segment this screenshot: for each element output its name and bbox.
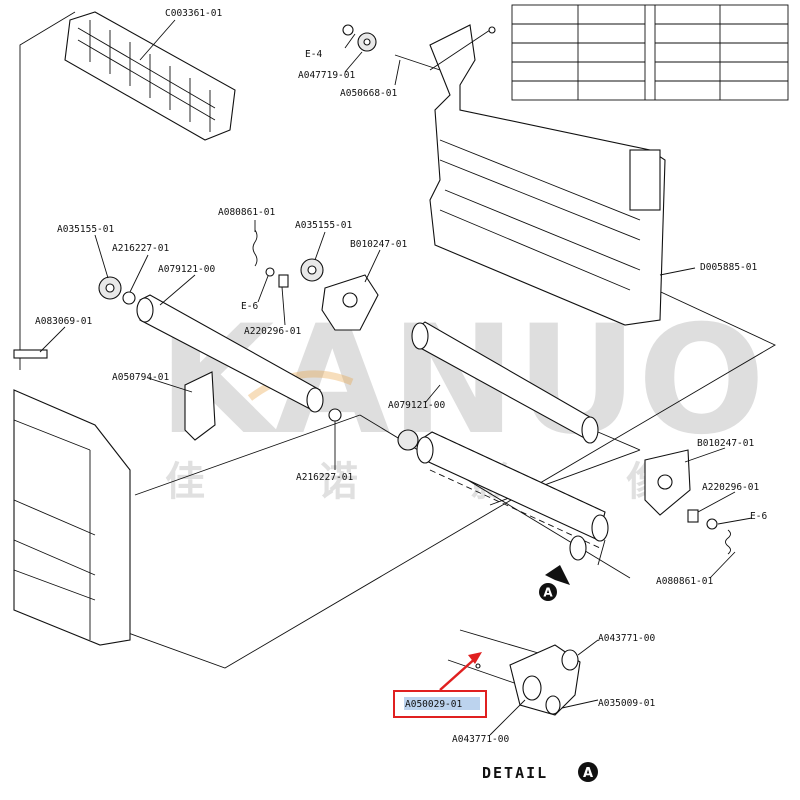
guide-bracket bbox=[184, 371, 216, 441]
detail-marker-letter: A bbox=[583, 766, 593, 781]
part-label-a220296-right: A220296-01 bbox=[702, 482, 759, 493]
bushing-icon bbox=[328, 408, 342, 422]
marker-letter: A bbox=[543, 586, 553, 600]
left-roller-group bbox=[98, 276, 342, 422]
part-label-a035155-mid: A035155-01 bbox=[295, 220, 352, 231]
watermark-brand: KANUO bbox=[158, 294, 765, 468]
part-label-b010247-top: B010247-01 bbox=[350, 239, 407, 250]
detail-marker-circle bbox=[578, 762, 598, 782]
part-label-a047719: A047719-01 bbox=[298, 70, 355, 81]
part-labels: C003361-01 E-4 A047719-01 A050668-01 A03… bbox=[35, 8, 767, 745]
spring-icon bbox=[725, 529, 731, 555]
marker-circle bbox=[539, 583, 557, 601]
part-label-a220296-top: A220296-01 bbox=[244, 326, 301, 337]
part-label-a035155-left: A035155-01 bbox=[57, 224, 114, 235]
bushing-icon bbox=[122, 291, 136, 305]
part-label-a050668: A050668-01 bbox=[340, 88, 397, 99]
part-label-e4: E-4 bbox=[305, 49, 322, 60]
guide-part bbox=[64, 11, 236, 141]
part-label-b010247-right: B010247-01 bbox=[697, 438, 754, 449]
part-label-a080861-right: A080861-01 bbox=[656, 576, 713, 587]
part-label-a083069: A083069-01 bbox=[35, 316, 92, 327]
watermark-char-2: 诺 bbox=[318, 459, 358, 505]
leader-lines bbox=[39, 19, 753, 736]
highlighted-part-label: A050029-01 bbox=[405, 699, 462, 710]
part-label-a043771-top: A043771-00 bbox=[598, 633, 655, 644]
detail-title-text: DETAIL bbox=[482, 764, 548, 782]
e-ring-icon bbox=[342, 24, 354, 36]
e-ring-icon bbox=[265, 267, 275, 277]
highlighted-part[interactable]: A050029-01 bbox=[393, 690, 487, 718]
detail-title: DETAIL A bbox=[482, 762, 598, 782]
lower-roller-group bbox=[397, 429, 609, 566]
bushing-icon bbox=[278, 274, 289, 288]
part-label-a043771-bottom: A043771-00 bbox=[452, 734, 509, 745]
part-label-e6-right: E-6 bbox=[750, 511, 767, 522]
table-frame bbox=[511, 4, 789, 101]
top-small-parts bbox=[342, 24, 377, 52]
highlight-box bbox=[393, 690, 487, 718]
part-label-a079121-mid: A079121-00 bbox=[388, 400, 445, 411]
part-label-d005885: D005885-01 bbox=[700, 262, 757, 273]
bushing-icon bbox=[687, 509, 699, 523]
part-label-a216227-bottom: A216227-01 bbox=[296, 472, 353, 483]
frame-part bbox=[394, 24, 666, 326]
revision-table bbox=[511, 4, 789, 101]
e-ring-icon bbox=[706, 518, 718, 530]
spring-icon bbox=[252, 229, 258, 267]
part-label-a035009: A035009-01 bbox=[598, 698, 655, 709]
middle-roller bbox=[411, 321, 641, 451]
left-side-frame bbox=[13, 349, 216, 646]
pointer-arrow-icon bbox=[545, 565, 570, 585]
middle-small-parts bbox=[252, 229, 379, 331]
arrow-head-icon bbox=[468, 652, 482, 664]
part-label-a080861-top: A080861-01 bbox=[218, 207, 275, 218]
highlight-fill bbox=[404, 697, 480, 710]
detail-pointer: A bbox=[539, 565, 570, 601]
part-label-e6-top: E-6 bbox=[241, 301, 258, 312]
part-label-a216227-top: A216227-01 bbox=[112, 243, 169, 254]
detail-a-view bbox=[447, 629, 581, 716]
part-label-a079121-left: A079121-00 bbox=[158, 264, 215, 275]
part-label-c003361: C003361-01 bbox=[165, 8, 222, 19]
gear-icon bbox=[397, 429, 419, 451]
right-small-parts bbox=[644, 449, 731, 555]
watermark-swoosh bbox=[247, 370, 354, 401]
part-label-a050794: A050794-01 bbox=[112, 372, 169, 383]
highlight-arrow bbox=[439, 652, 482, 691]
